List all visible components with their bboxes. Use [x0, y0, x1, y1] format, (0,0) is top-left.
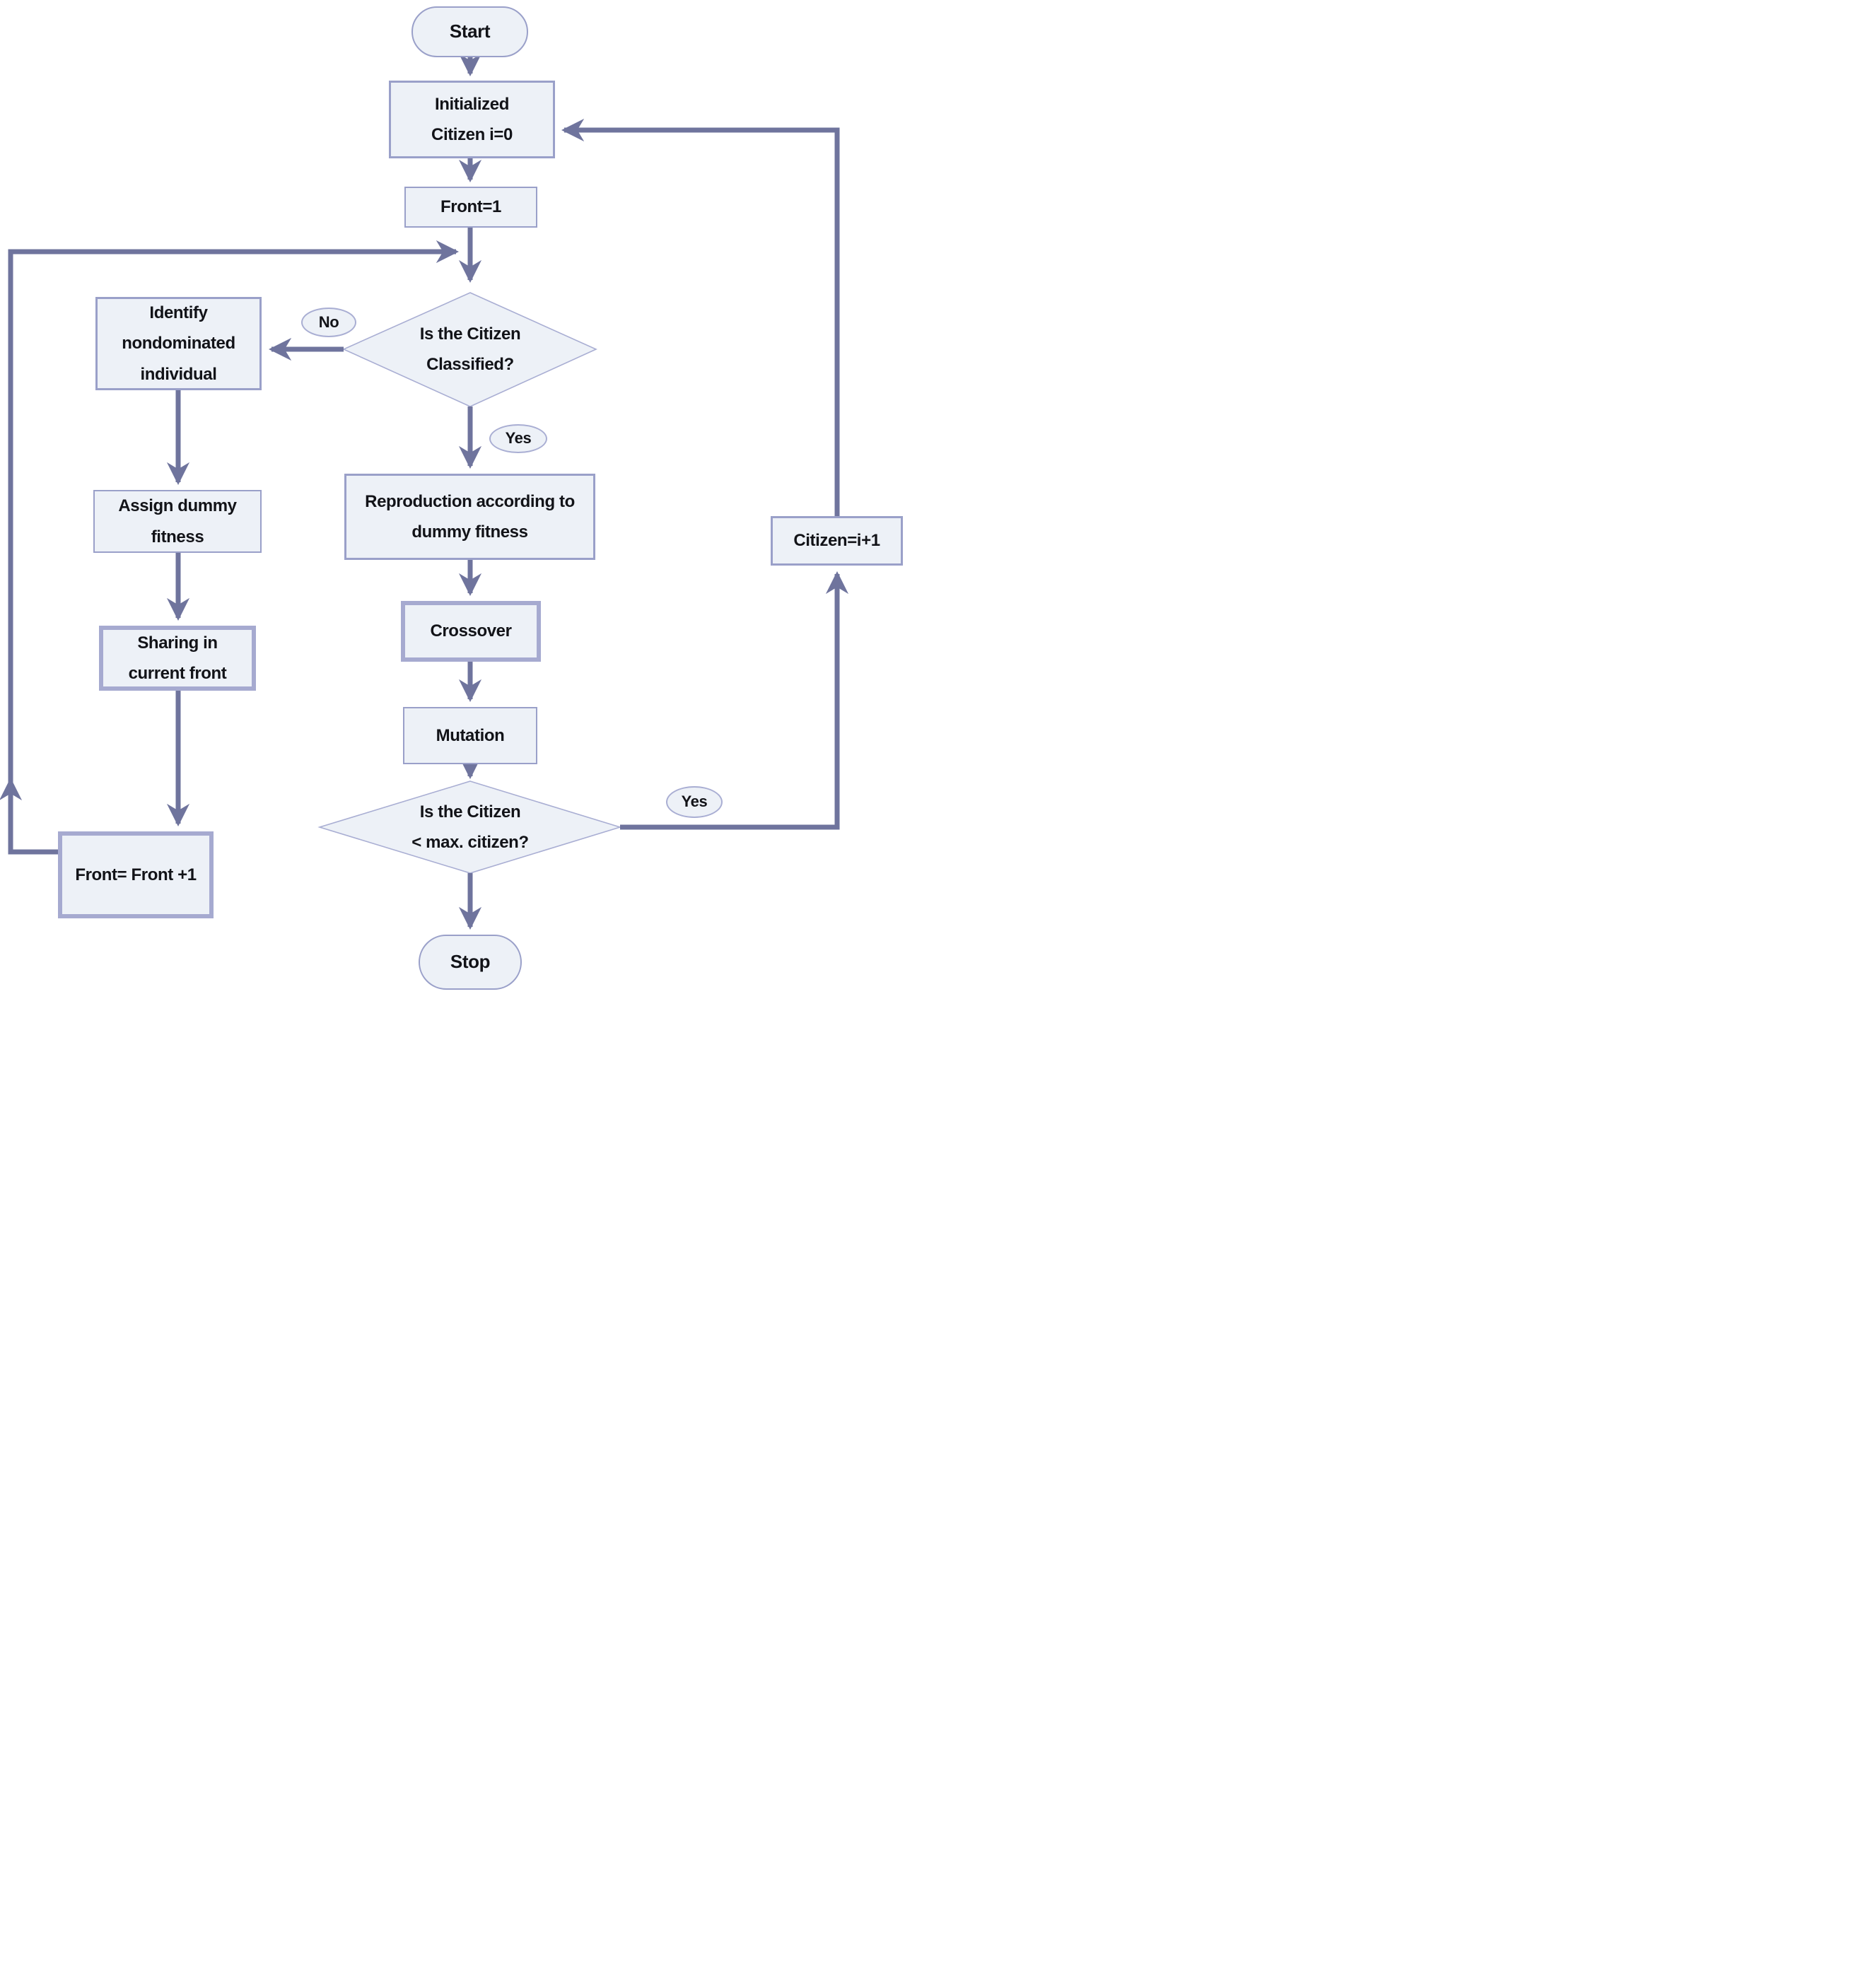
classified-decision-line2: Classified? — [426, 355, 514, 374]
sharing-label-line1: Sharing in — [137, 633, 218, 653]
reproduction-label-line1: Reproduction according to — [365, 491, 575, 511]
assign-fitness-label-line2: fitness — [151, 527, 204, 546]
citizen-increment-label: Citizen=i+1 — [793, 531, 880, 551]
mutation-process: Mutation — [403, 707, 537, 764]
initialize-label-line2: Citizen i=0 — [431, 125, 513, 144]
front-init-label: Front=1 — [440, 197, 501, 217]
identify-label-line3: individual — [140, 364, 217, 384]
identify-label-line2: nondominated — [122, 334, 235, 353]
crossover-label: Crossover — [430, 621, 512, 641]
front-increment-process: Front= Front +1 — [58, 831, 214, 918]
assign-fitness-process: Assign dummy fitness — [93, 490, 262, 553]
classified-decision: Is the Citizen Classified? — [382, 310, 559, 388]
flowchart-canvas: Start Stop Initialized Citizen i=0 Front… — [0, 0, 926, 994]
identify-label-line1: Identify — [149, 303, 208, 323]
reproduction-label-line2: dummy fitness — [411, 522, 528, 542]
identify-process: Identify nondominated individual — [95, 297, 262, 390]
yes-max-citizen-branch-label: Yes — [666, 786, 723, 818]
front-init-process: Front=1 — [404, 187, 537, 228]
stop-terminator: Stop — [419, 935, 522, 990]
stop-label: Stop — [450, 951, 491, 973]
no-branch-label: No — [301, 308, 356, 337]
yes-classified-label: Yes — [505, 429, 532, 448]
no-label: No — [318, 312, 339, 331]
mutation-label: Mutation — [436, 725, 505, 745]
crossover-process: Crossover — [401, 601, 541, 662]
sharing-process: Sharing in current front — [99, 626, 256, 691]
start-label: Start — [449, 21, 491, 42]
edge-yes-to-citizen-increment — [620, 571, 849, 830]
reproduction-process: Reproduction according to dummy fitness — [344, 474, 595, 560]
max-citizen-decision: Is the Citizen < max. citizen? — [371, 790, 569, 864]
max-citizen-decision-line2: < max. citizen? — [411, 833, 529, 852]
initialize-label-line1: Initialized — [435, 94, 509, 114]
assign-fitness-label-line1: Assign dummy — [118, 496, 237, 516]
edge-front-increment-loop-to-merge — [8, 240, 460, 855]
initialize-process: Initialized Citizen i=0 — [389, 81, 555, 158]
classified-decision-line1: Is the Citizen — [419, 324, 521, 344]
edge-citizen-increment-to-initialize — [561, 118, 840, 516]
yes-classified-branch-label: Yes — [489, 424, 547, 453]
citizen-increment-process: Citizen=i+1 — [771, 516, 903, 566]
front-increment-label: Front= Front +1 — [75, 865, 197, 884]
max-citizen-decision-line1: Is the Citizen — [419, 802, 521, 821]
connector-layer — [0, 53, 849, 930]
yes-max-citizen-label: Yes — [681, 793, 708, 811]
sharing-label-line2: current front — [128, 664, 227, 683]
start-terminator: Start — [411, 6, 528, 57]
